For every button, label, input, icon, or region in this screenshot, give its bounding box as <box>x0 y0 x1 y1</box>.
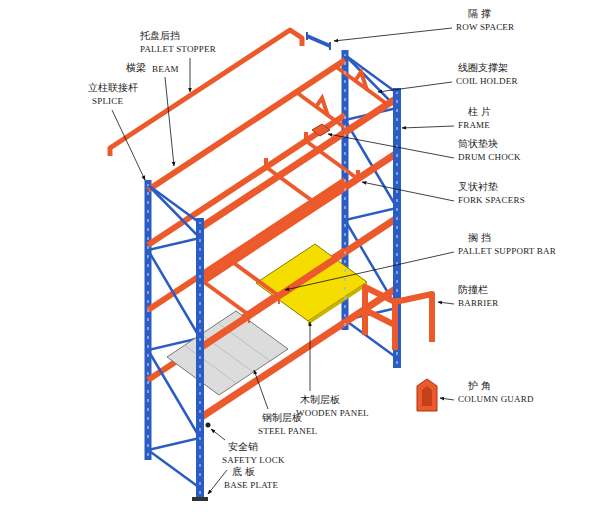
part-label: STEEL PANEL <box>258 426 317 436</box>
wooden-panel <box>256 244 367 321</box>
part-label: 防撞栏 <box>458 284 488 296</box>
part-label: 搁 挡 <box>468 232 491 244</box>
steel-panel <box>167 311 288 395</box>
part-label: BEAM <box>152 64 179 74</box>
part-label: FORK SPACERS <box>458 195 525 205</box>
part-label: BASE PLATE <box>224 480 278 490</box>
barrier <box>365 287 432 350</box>
part-label: ROW SPACER <box>456 22 514 32</box>
part-label: DRUM CHOCK <box>458 152 521 162</box>
front-uprights <box>200 88 397 498</box>
part-label: 托盘后挡 <box>140 30 180 42</box>
pallet-stopper <box>110 30 302 156</box>
part-label: 钢制层板 <box>262 412 302 424</box>
part-label: PALLET STOPPER <box>140 44 216 54</box>
upright-holes <box>148 54 397 494</box>
part-label: SPLICE <box>92 96 123 106</box>
column-guard <box>417 379 437 411</box>
part-label: FRAME <box>458 120 490 130</box>
part-label: 叉状衬垫 <box>458 181 498 193</box>
part-label: PALLET SUPPORT BAR <box>458 246 556 256</box>
part-label: WOODEN PANEL <box>296 408 369 418</box>
frame-bracing <box>148 55 397 488</box>
wooden-panel-edge <box>308 282 367 325</box>
part-label: COIL HOLDER <box>456 76 518 86</box>
part-label: 柱 片 <box>468 106 491 118</box>
part-label: 护 角 <box>468 380 491 392</box>
drum-chock <box>312 124 330 136</box>
part-label: COLUMN GUARD <box>458 394 534 404</box>
row-spacer <box>307 32 330 50</box>
part-label: SAFETY LOCK <box>222 455 285 465</box>
part-label: 隔 撑 <box>468 8 491 20</box>
coil-holder <box>296 66 387 130</box>
support-bar-tabs <box>197 258 279 323</box>
base-plate <box>192 497 208 501</box>
part-label: 筒状垫块 <box>458 138 498 150</box>
safety-lock <box>206 423 211 428</box>
front-beams <box>200 98 397 418</box>
part-label: 木制层板 <box>300 394 340 406</box>
part-label: 安全销 <box>228 441 258 453</box>
part-label: 横梁 <box>126 62 146 74</box>
part-label: 线圈支撑架 <box>458 62 508 74</box>
fork-spacers <box>266 132 358 205</box>
part-label: BARRIER <box>458 298 498 308</box>
part-label: 底 板 <box>232 466 255 478</box>
column-guard-inner <box>422 386 432 406</box>
leader-lines <box>112 28 454 494</box>
part-label: 立柱联接杆 <box>88 82 138 94</box>
